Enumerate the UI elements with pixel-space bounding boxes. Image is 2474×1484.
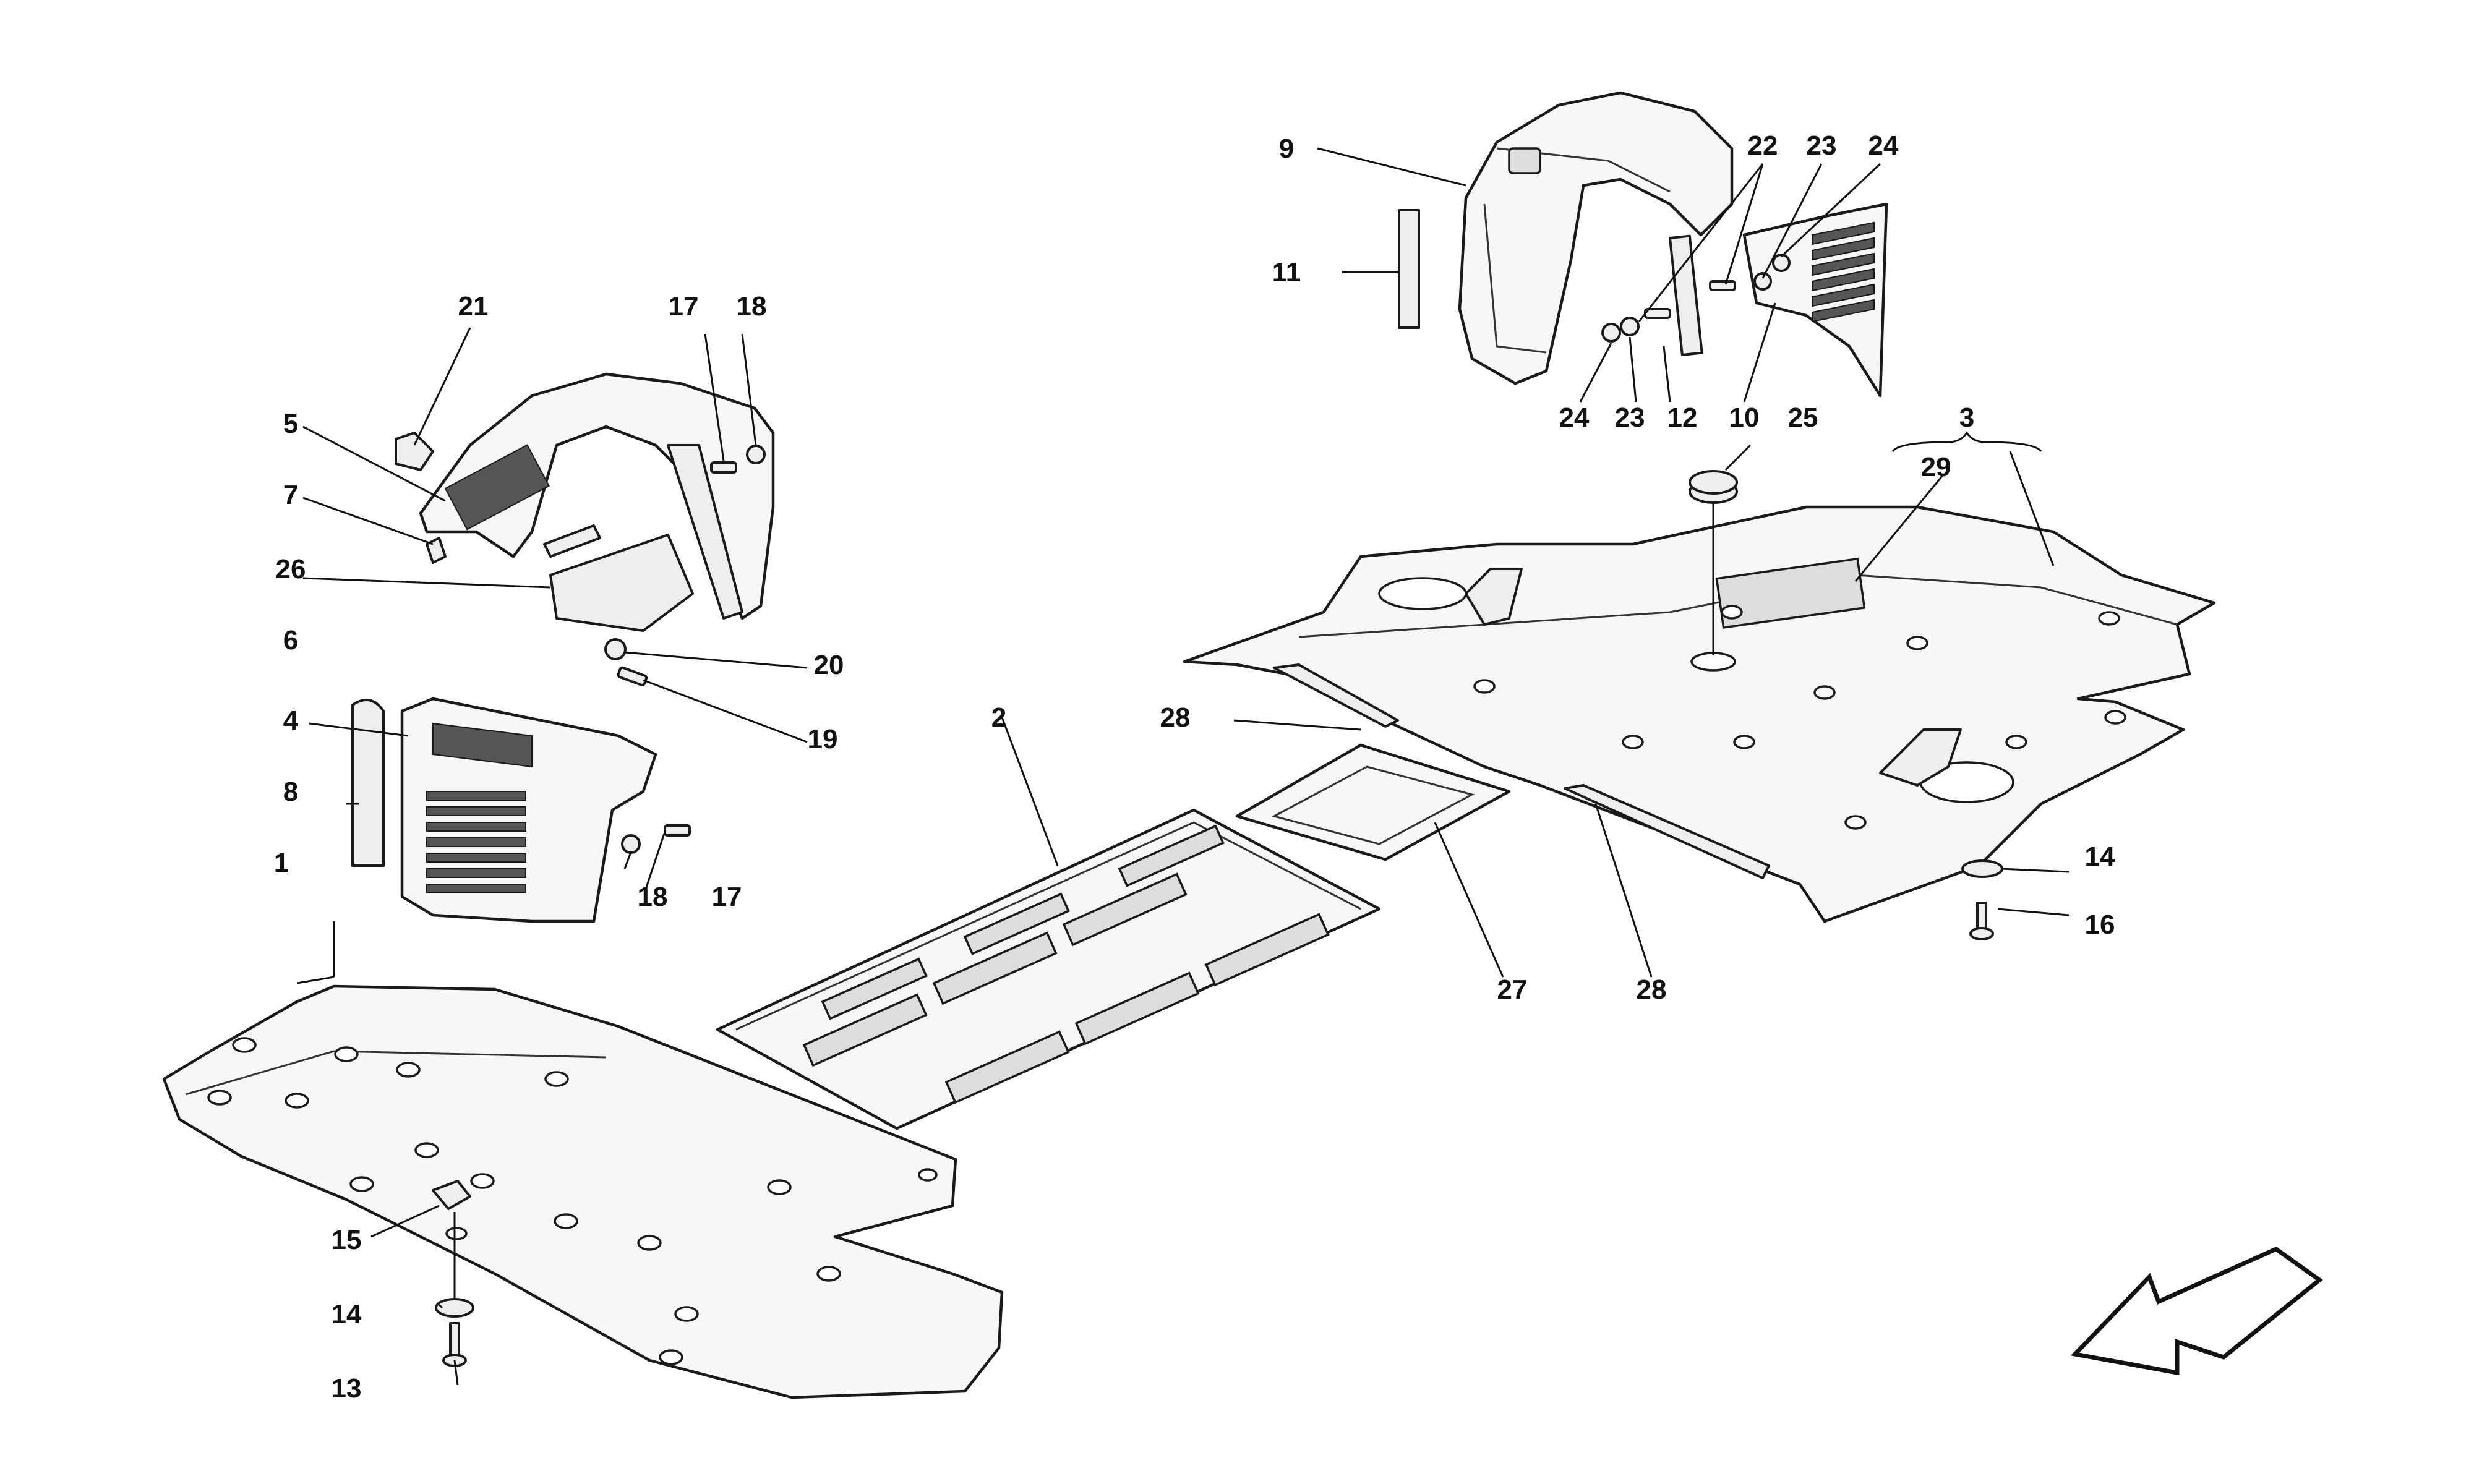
callout-23-upper: 23: [1807, 130, 1837, 161]
callout-14-front: 14: [332, 1299, 362, 1329]
part-4-grille-duct: [400, 697, 691, 923]
callout-8: 8: [283, 777, 298, 807]
callout-13: 13: [332, 1373, 362, 1404]
part-2-floor-frame: [716, 808, 1381, 1130]
part-11-strip: [1398, 209, 1420, 329]
callout-18-lower: 18: [638, 882, 668, 912]
fasteners-17-18-19-20: [604, 445, 766, 686]
part-8-hose: [351, 699, 385, 867]
callout-24-lower: 24: [1559, 403, 1590, 433]
callout-27: 27: [1497, 974, 1528, 1005]
callout-labels: 1 2 3 4 5 6 7 8 9 10 11 12 13 14 14 15 1…: [274, 130, 2115, 1404]
rear-grille-slats: [1812, 221, 1875, 323]
part-10-rear-grille: [1742, 202, 1888, 398]
callout-15: 15: [332, 1225, 362, 1255]
callout-11: 11: [1272, 257, 1301, 288]
duct-grille-slats: [426, 791, 526, 893]
leader-lines: [296, 147, 2070, 1386]
callout-9: 9: [1279, 134, 1294, 164]
callout-26: 26: [276, 554, 306, 584]
callout-23-lower: 23: [1615, 403, 1645, 433]
front-wheelhouse-group: [395, 372, 775, 632]
callout-6: 6: [283, 625, 298, 655]
callout-4: 4: [283, 706, 299, 736]
fastener-stack-13-14-15: [432, 1180, 474, 1367]
callout-2: 2: [991, 702, 1006, 733]
callout-28-left: 28: [1160, 702, 1191, 733]
callout-18-upper: 18: [737, 291, 767, 322]
callout-14-rear: 14: [2085, 842, 2115, 872]
part-25-grommet: [1689, 470, 1738, 655]
callout-3: 3: [1959, 403, 1974, 433]
callout-17-lower: 17: [712, 882, 742, 912]
callout-12: 12: [1667, 403, 1698, 433]
callout-22: 22: [1748, 130, 1778, 161]
part-1-front-undertray: [162, 984, 1004, 1399]
callout-5: 5: [283, 409, 298, 439]
undertray-mounting-bosses: [207, 1037, 938, 1365]
callout-7: 7: [283, 480, 298, 510]
front-direction-arrow-icon: [2070, 1246, 2323, 1376]
callout-19: 19: [808, 724, 838, 754]
part-28-seals: [1273, 663, 1770, 879]
part-12-strip: [1669, 234, 1703, 356]
part-3-rear-flat-undertray: [1183, 505, 2216, 923]
callout-16: 16: [2085, 910, 2115, 940]
rear-wheelhouse-group: [1458, 91, 1734, 385]
callout-1: 1: [274, 848, 289, 878]
fastener-stack-14-16: [1961, 859, 2003, 940]
callout-21: 21: [458, 291, 489, 322]
callout-29: 29: [1921, 452, 1951, 482]
callout-25: 25: [1788, 403, 1818, 433]
part-27-cover-plate: [1235, 743, 1511, 861]
callout-17-upper: 17: [669, 291, 699, 322]
callout-24-upper: 24: [1868, 130, 1899, 161]
callout-10: 10: [1729, 403, 1760, 433]
fasteners-22-23-24: [1601, 254, 1791, 343]
callout-28-right: 28: [1637, 974, 1667, 1005]
callout-20: 20: [814, 650, 844, 680]
